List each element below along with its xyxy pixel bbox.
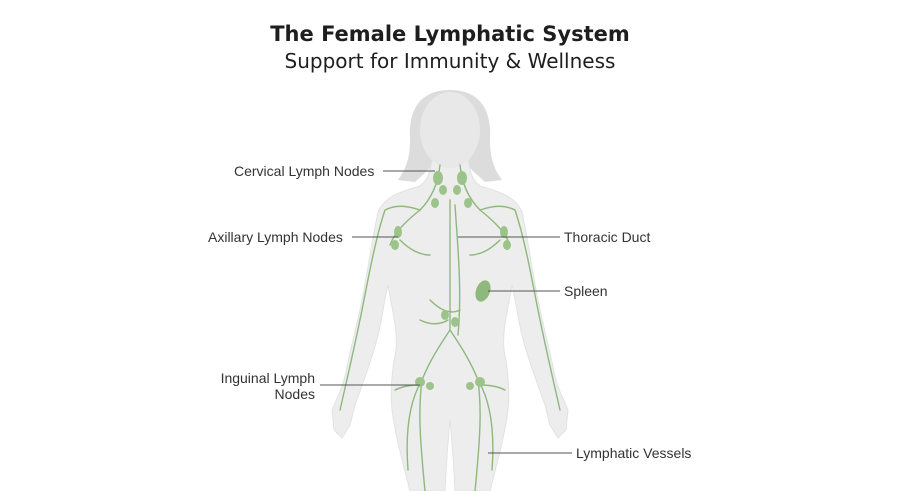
leader-lines bbox=[320, 170, 572, 454]
inguinal-lymph-nodes-label: Inguinal Lymph Nodes bbox=[205, 370, 315, 402]
lymph-nodes bbox=[391, 171, 511, 390]
lymphatic-vessels bbox=[339, 164, 561, 491]
inguinal-label-line1: Inguinal Lymph bbox=[220, 370, 315, 386]
page-title: The Female Lymphatic System bbox=[270, 22, 630, 46]
head-shape bbox=[420, 92, 480, 168]
page-subtitle: Support for Immunity & Wellness bbox=[284, 49, 616, 73]
cervical-lymph-nodes-label: Cervical Lymph Nodes bbox=[234, 163, 375, 179]
spleen-organ bbox=[475, 280, 491, 302]
spleen-label: Spleen bbox=[564, 283, 608, 299]
inguinal-label-line2: Nodes bbox=[274, 386, 315, 402]
thoracic-duct-label: Thoracic Duct bbox=[564, 229, 651, 245]
lymphatic-vessels-label: Lymphatic Vessels bbox=[576, 445, 692, 461]
axillary-lymph-nodes-label: Axillary Lymph Nodes bbox=[208, 229, 343, 245]
